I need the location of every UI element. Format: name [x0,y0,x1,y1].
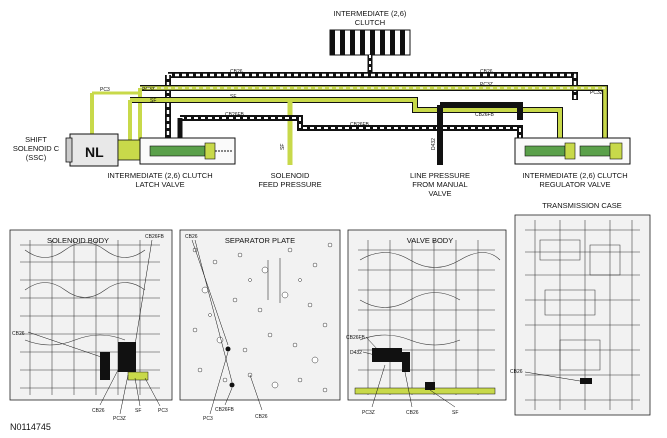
shift-solenoid-label-1: SHIFT [25,135,47,144]
d432-label: D432 [431,138,437,150]
figure-id: N0114745 [10,422,51,432]
valve-body-title: VALVE BODY [407,236,453,245]
vb-callout-cb26: CB26 [406,410,419,416]
cb26fb-label: CB26FB [225,112,245,118]
pc3z-label: PC3Z [142,87,155,93]
separator-plate-panel [179,229,341,401]
sb-callout-sf: SF [135,408,141,414]
vb-callout-d432: D432 [350,350,362,356]
cb26-label-right: CB26 [480,69,493,75]
sf-label: SF [150,98,156,104]
pc3-label: PC3 [100,87,110,93]
latch-valve [139,137,236,165]
pc3z-passage [90,85,608,145]
transmission-case-panel [514,214,651,416]
sb-callout-cb26fb: CB26FB [145,234,165,240]
sb-callout-cb26-b: CB26 [92,408,105,414]
clutch-title-2: CLUTCH [355,18,385,27]
cb26fb-label-mid: CB26FB [350,122,370,128]
solenoid-body-title: SOLENOID BODY [47,236,109,245]
shift-solenoid-label-2: SOLENOID C [13,144,60,153]
clutch-title: INTERMEDIATE (2,6) [334,9,407,18]
regulator-valve-label-1: INTERMEDIATE (2,6) CLUTCH [522,171,627,180]
cb26-label: CB26 [230,69,243,75]
tc-callout-cb26: CB26 [510,369,523,375]
sb-callout-pc3: PC3 [158,408,168,414]
regulator-valve-label-2: REGULATOR VALVE [539,180,610,189]
pc3z-label-right: PC3Z [480,82,493,88]
vb-callout-cb26fb: CB26FB [346,335,366,341]
transmission-case-title: TRANSMISSION CASE [542,201,622,210]
solenoid-feed-label-1: SOLENOID [271,171,310,180]
latch-valve-label-1: INTERMEDIATE (2,6) CLUTCH [107,171,212,180]
vb-callout-sf: SF [452,410,458,416]
sp-callout-cb26fb: CB26FB [215,407,235,413]
nl-label: NL [85,144,104,160]
shift-solenoid-label-3: (SSC) [26,153,47,162]
sf-passage [128,97,563,165]
intermediate-clutch-pack [329,29,411,56]
regulator-valve [514,137,631,165]
line-pressure-label-3: VALVE [428,189,451,198]
sf-label-b: SF [230,94,236,100]
pc3z-label-far-right: PC3Z [590,90,603,96]
solenoid-body-panel [9,229,173,401]
latch-valve-label-2: LATCH VALVE [135,180,184,189]
sb-callout-cb26-a: CB26 [12,331,25,337]
separator-plate-title: SEPARATOR PLATE [225,236,295,245]
valve-body-panel [347,229,507,401]
vb-callout-pc3z: PC3Z [362,410,375,416]
sb-callout-pc3z: PC3Z [113,416,126,422]
shift-solenoid [65,133,141,167]
sf-vertical-label: SF [280,144,286,150]
cb26fb-label-right: CB26FB [475,112,495,118]
line-pressure-label-2: FROM MANUAL [412,180,467,189]
sp-callout-cb26-a: CB26 [185,234,198,240]
solenoid-feed-label-2: FEED PRESSURE [258,180,321,189]
sp-callout-pc3: PC3 [203,416,213,422]
sp-callout-cb26-b: CB26 [255,414,268,420]
line-pressure-label-1: LINE PRESSURE [410,171,470,180]
